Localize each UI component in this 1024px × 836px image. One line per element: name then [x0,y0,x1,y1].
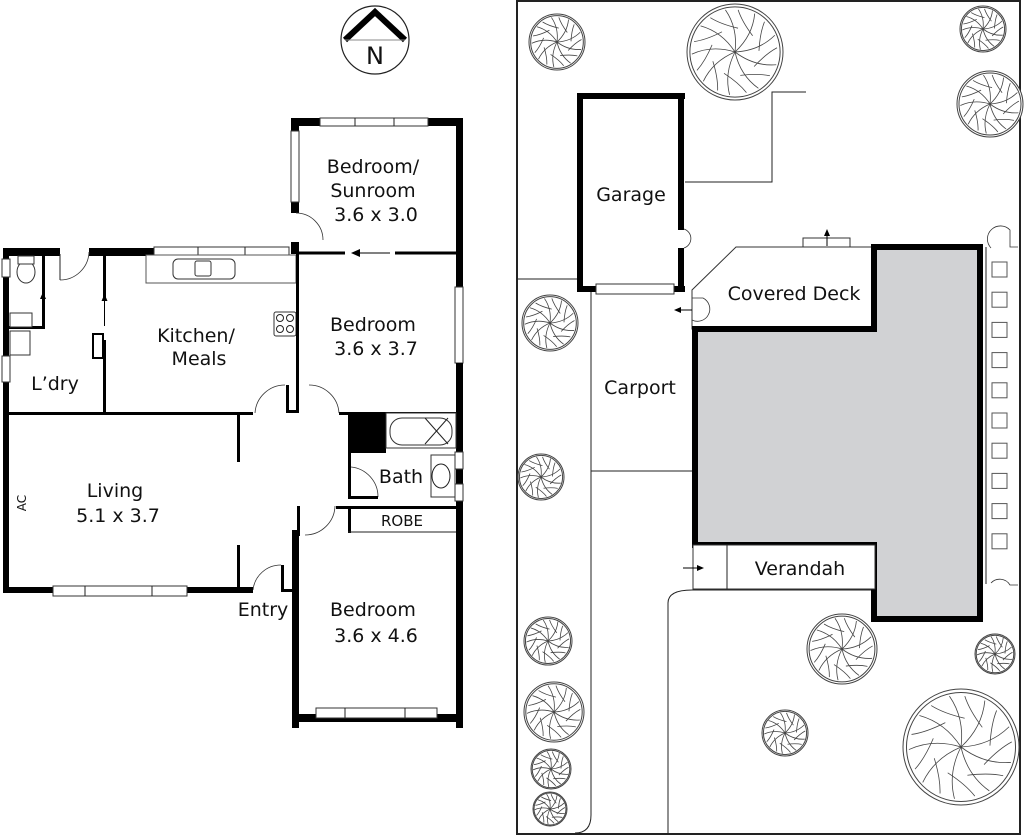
stepping-stone [991,291,1008,308]
tree-icon [532,791,568,827]
stepping-stone [991,442,1008,459]
tree-icon [528,13,586,71]
stepping-stone [991,412,1008,429]
floor-plan: Bedroom/ Sunroom 3.6 x 3.0 Bedroom 3.6 x… [1,117,464,728]
room-label-bedroom-2: Bedroom 3.6 x 3.7 [330,314,422,360]
stepping-stone [991,352,1008,369]
tree-icon [521,294,579,352]
room-label-bath: Bath [379,466,423,488]
tree-icon [806,613,878,685]
label-garage: Garage [596,184,666,206]
room-label-robe: ROBE [381,512,423,530]
stepping-stone [991,503,1008,520]
label-carport: Carport [604,377,676,399]
north-compass: N [340,5,410,75]
ac-label: AC [15,495,29,511]
room-label-laundry: L’dry [31,373,79,395]
tree-icon [530,748,572,790]
tree-icon [523,616,573,666]
label-covered-deck: Covered Deck [728,283,861,305]
room-label-living: Living 5.1 x 3.7 [76,480,160,527]
bathtub-icon [389,417,453,446]
north-arrow-icon [342,7,408,43]
tree-icon [902,688,1020,806]
room-label-bedroom-1: Bedroom 3.6 x 4.6 [330,599,422,647]
garage [577,93,692,295]
stepping-stone [991,533,1008,550]
stepping-stone [991,321,1008,338]
stepping-stone [991,472,1008,489]
site-plan: Garage Covered Deck Carport Verandah [516,0,1024,835]
room-label-kitchen-meals: Kitchen/ Meals [157,325,241,370]
fridge-icon [92,333,104,359]
tree-icon [959,5,1007,53]
room-label-entry: Entry [238,599,289,621]
vanity-basin [430,454,456,498]
tree-icon [974,633,1016,675]
trees [517,3,1024,827]
tree-icon [956,70,1024,138]
arrow-icon [351,249,360,257]
arrow-icon [824,229,830,236]
tree-icon [523,681,585,743]
stepping-stones [991,261,1008,550]
stepping-stone [991,261,1008,278]
tree-icon [761,709,809,757]
verandah [692,544,876,590]
compass-label: N [366,42,384,70]
tree-icon [517,453,565,501]
label-verandah: Verandah [755,558,845,580]
room-label-bedroom-sunroom: Bedroom/ Sunroom 3.6 x 3.0 [327,156,425,226]
hwu-block [348,413,386,453]
tree-icon [686,3,784,101]
laundry-tub-icon [9,312,33,328]
stepping-stone [991,382,1008,399]
